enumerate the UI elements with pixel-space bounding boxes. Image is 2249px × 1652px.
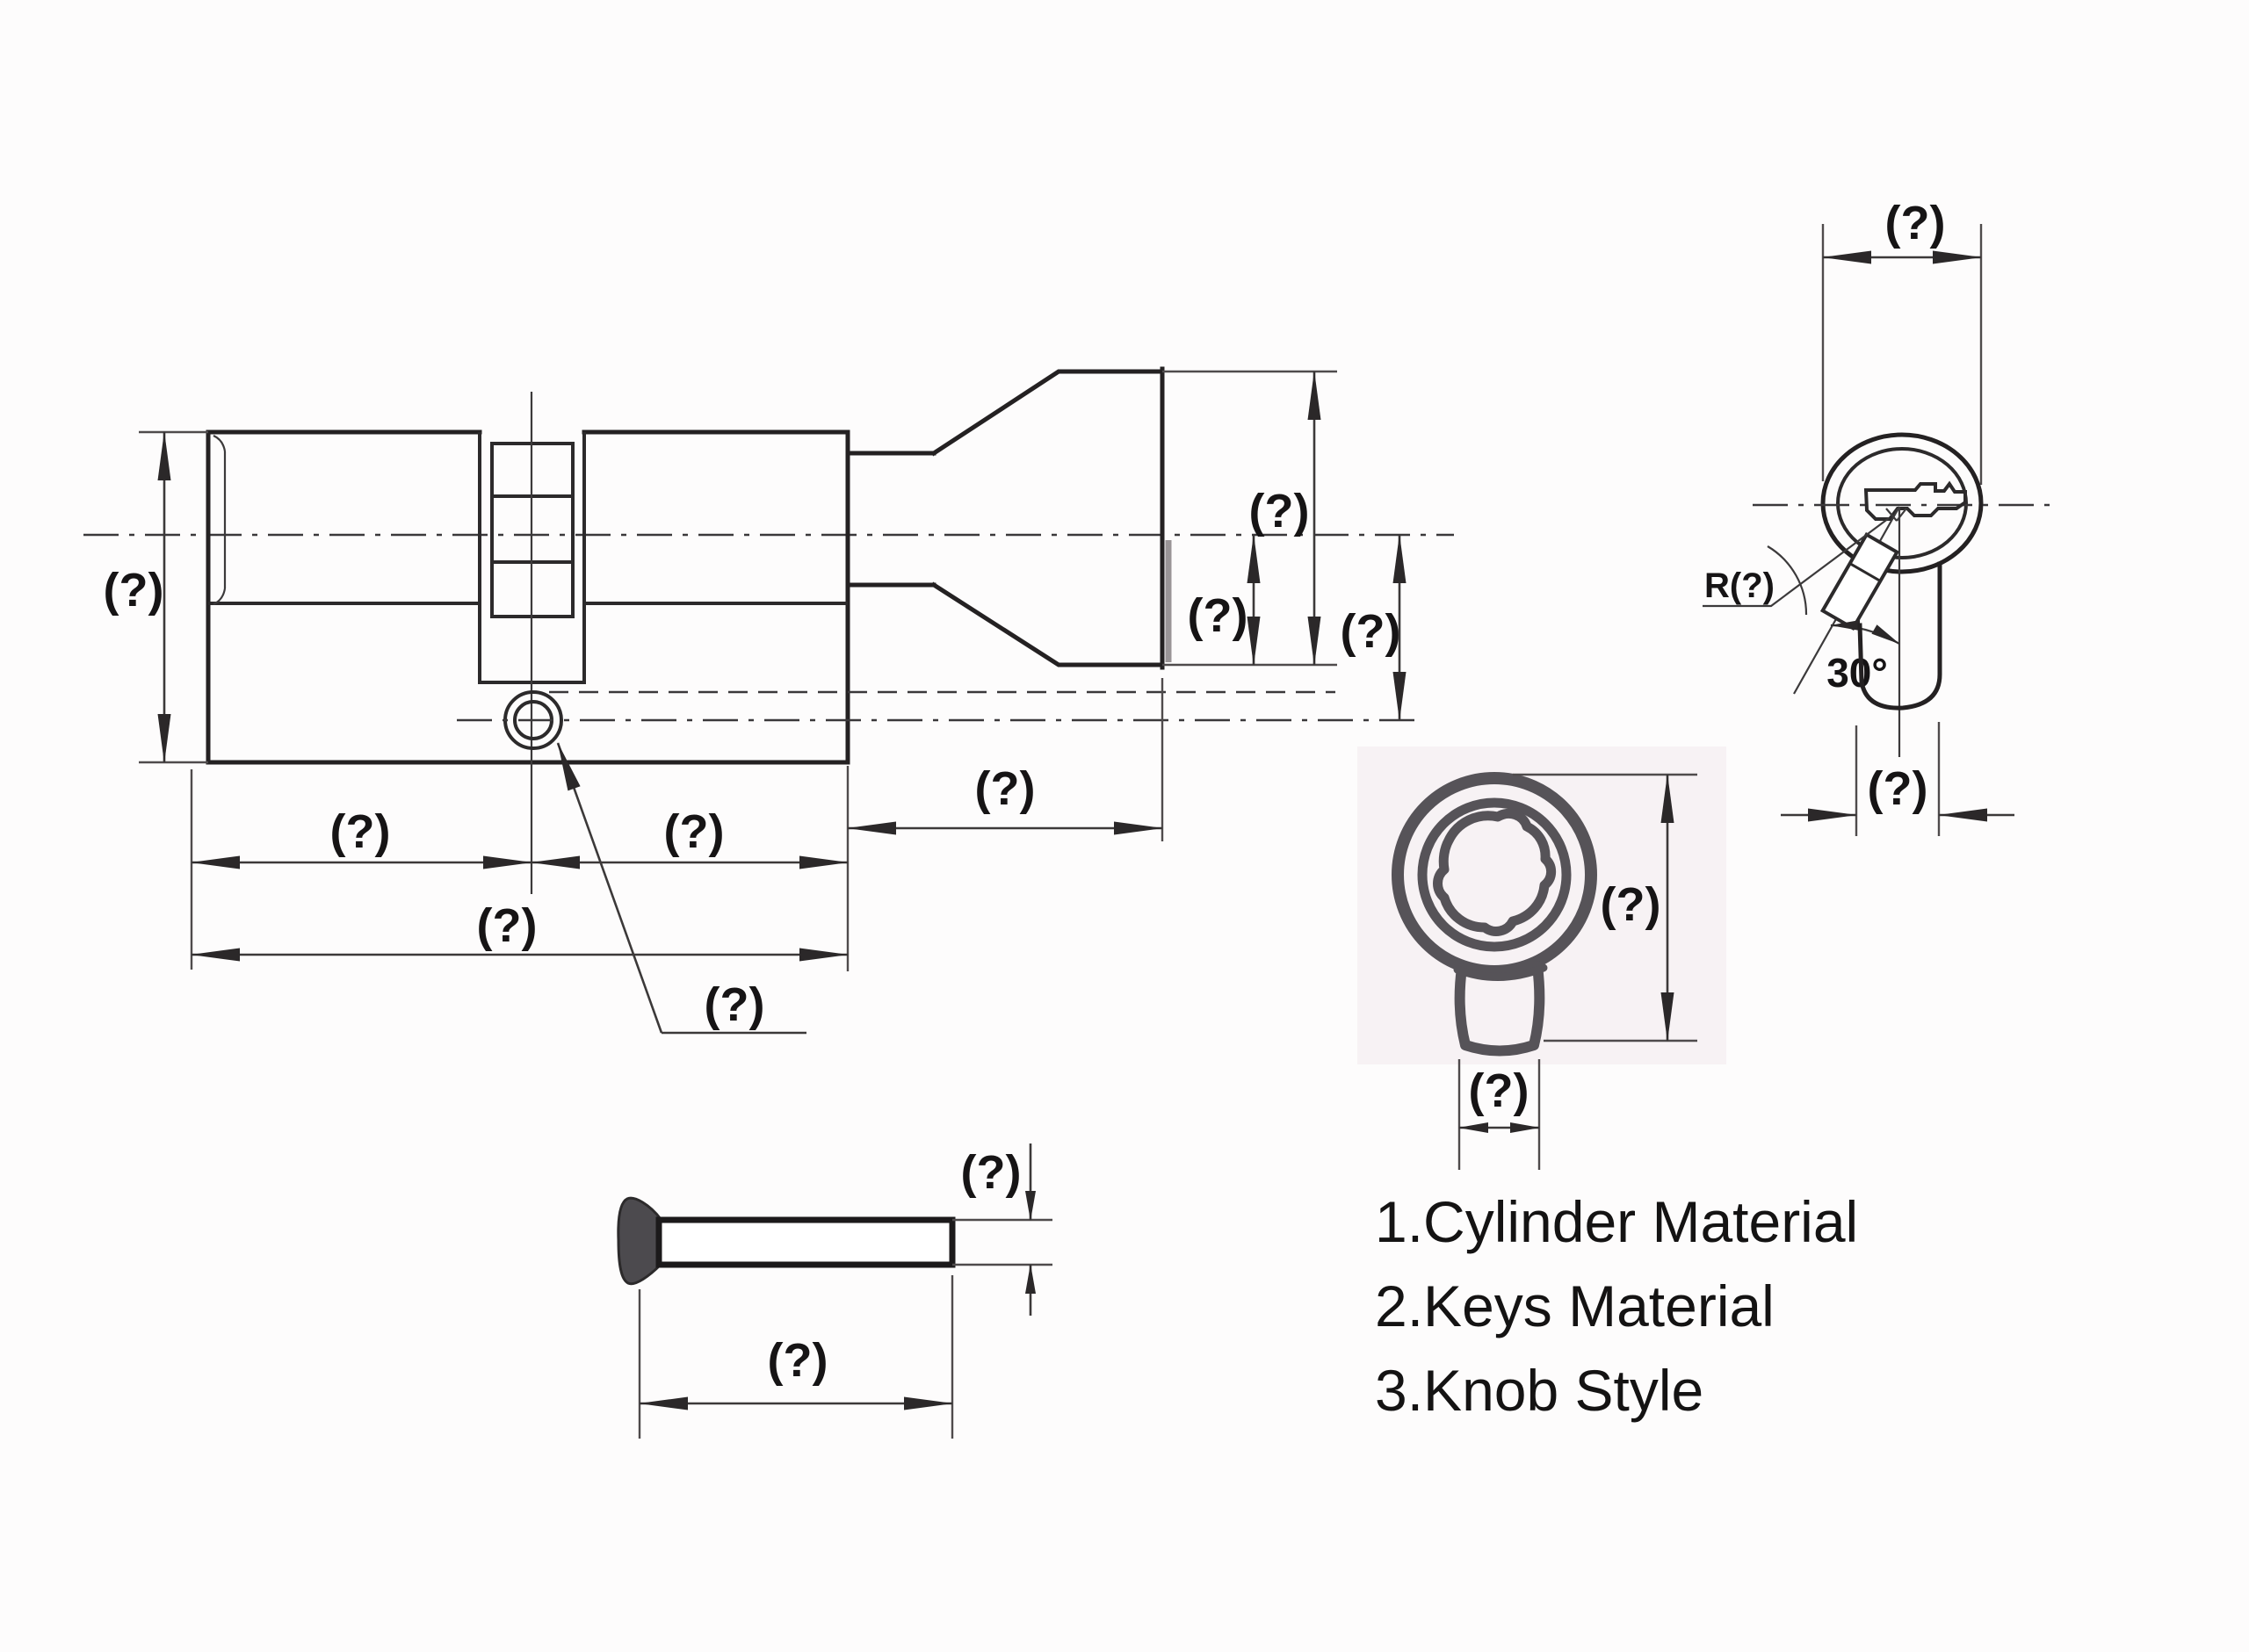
radius-arc: [1767, 545, 1808, 616]
dim-label-overall-length: (?): [477, 899, 538, 952]
dim-label-axis-to-knob-bottom: (?): [1188, 589, 1248, 642]
dim-label-key-length: (?): [768, 1334, 828, 1387]
dim-label-left-half: (?): [330, 805, 391, 858]
knob-neck: [845, 451, 936, 588]
screw-hole-leader: [556, 742, 663, 1034]
note-knob-style: 3.Knob Style: [1375, 1358, 1703, 1423]
main-side-view: [83, 366, 1454, 894]
dim-label-axis-to-screw-axis: (?): [1341, 605, 1401, 658]
key-blade: [655, 1216, 956, 1268]
face-width-extensions: [1821, 224, 1983, 485]
knob-stem: [1454, 961, 1545, 1057]
knob-cone: [930, 369, 1165, 667]
keyway-tip-lines: [1885, 508, 1907, 522]
cylinder-body-outline: [206, 429, 850, 765]
knob-stem-joint: [1453, 963, 1548, 982]
dim-label-body-height: (?): [104, 564, 164, 617]
dim-label-face-width: (?): [1885, 197, 1946, 249]
keyway-profile: [1863, 480, 1967, 521]
extension-lines-left: [139, 430, 208, 764]
dim-label-right-half: (?): [664, 805, 725, 858]
knob-front-view: (?) (?): [1357, 747, 1726, 1170]
dim-label-knob-length: (?): [975, 762, 1036, 815]
dim-label-screw-hole: (?): [705, 978, 765, 1031]
left-face-chamfer: [213, 434, 227, 606]
main-view-dimensions: (?) (?) (?) (?) (?) (?) (?) (?) (?): [104, 370, 1407, 1035]
tilted-key-section: [1819, 531, 1900, 631]
key-bow-silhouette: [1857, 561, 1942, 711]
note-keys-material: 2.Keys Material: [1375, 1273, 1775, 1338]
angle-label: 30°: [1826, 650, 1888, 696]
stem-width-extensions: [1457, 1059, 1541, 1170]
cylinder-face-outer: [1820, 432, 1984, 574]
key-bow: [617, 1196, 662, 1286]
knob-outer-circle: [1392, 772, 1597, 977]
dim-label-knob-diameter: (?): [1249, 485, 1310, 537]
knob-ring-circle: [1417, 797, 1572, 952]
knob-grip-shape: [1433, 809, 1557, 936]
radius-leader: [1703, 517, 1890, 608]
dim-label-stem-width: (?): [1469, 1064, 1529, 1117]
key-length-extensions: [638, 1275, 954, 1439]
key-side-view: (?) (?): [617, 1143, 1052, 1439]
blade-thickness-extensions: [952, 1218, 1052, 1266]
dim-label-knob-height: (?): [1601, 878, 1661, 931]
radius-label: R(?): [1704, 566, 1775, 605]
note-cylinder-material: 1.Cylinder Material: [1375, 1189, 1858, 1254]
notes-list: 1.Cylinder Material 2.Keys Material 3.Kn…: [1375, 1189, 1858, 1423]
dim-label-keyway-width: (?): [1868, 762, 1928, 815]
angle-arc: [1830, 620, 1900, 645]
key-profile-view: (?) 30° R(?) (?): [1703, 197, 2060, 836]
dim-label-blade-thickness: (?): [961, 1146, 1022, 1199]
